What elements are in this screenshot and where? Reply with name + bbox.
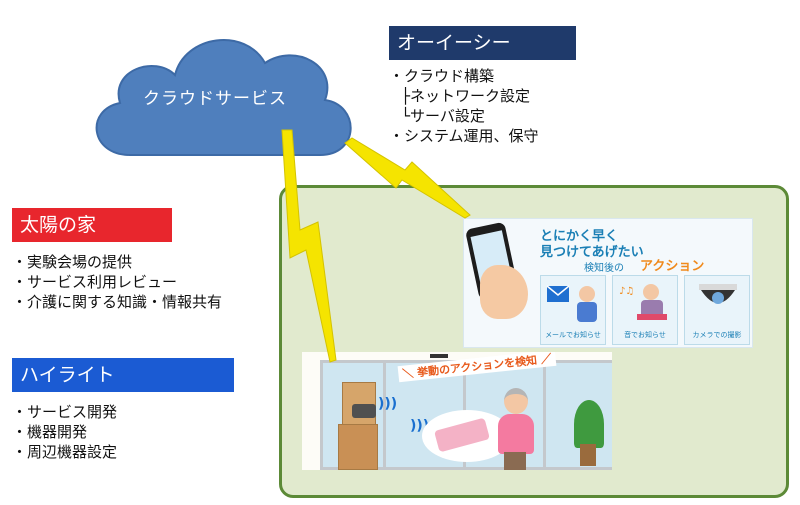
- action-cards: メールでお知らせ ♪♫ 音でお知らせ カメラでの撮影: [540, 275, 750, 345]
- list-item: ・システム運用、保守: [389, 127, 539, 145]
- card-caption: カメラでの撮影: [692, 331, 742, 339]
- sound-card: ♪♫ 音でお知らせ: [612, 275, 678, 345]
- taiyo-list: ・実験会場の提供 ・サービス利用レビュー ・介護に関する知識・情報共有: [12, 252, 222, 312]
- elderly-person-head: [504, 388, 528, 414]
- highlight-header: ハイライト: [12, 358, 234, 392]
- wifi-icon: ))): [378, 396, 398, 412]
- hand-illustration: [480, 265, 528, 319]
- oic-list: ・クラウド構築 ├ネットワーク設定 └サーバ設定 ・システム運用、保守: [389, 66, 539, 146]
- oic-header: オーイーシー: [389, 26, 576, 60]
- mail-card: メールでお知らせ: [540, 275, 606, 345]
- elderly-person-body: [498, 414, 534, 454]
- card-caption: 音でお知らせ: [624, 331, 666, 339]
- cabinet-base: [338, 424, 378, 470]
- promo-action: アクション: [640, 259, 705, 274]
- list-item: ├ネットワーク設定: [401, 87, 531, 105]
- plant-icon: [574, 400, 604, 448]
- sound-icon: ♪♫: [619, 284, 667, 320]
- list-item: └サーバ設定: [401, 107, 485, 125]
- promo-title-line1: とにかく早く: [540, 229, 619, 244]
- list-item: ・介護に関する知識・情報共有: [12, 293, 223, 311]
- list-item: ・周辺機器設定: [12, 443, 118, 461]
- list-item: ・サービス利用レビュー: [12, 273, 178, 291]
- plant-pot: [580, 444, 596, 466]
- ceiling-camera-icon: [430, 354, 448, 358]
- promo-subtitle: 検知後の: [584, 263, 624, 274]
- cloud-shape: [95, 39, 352, 156]
- camera-icon: [699, 284, 737, 304]
- list-item: ・機器開発: [12, 423, 88, 441]
- mail-icon: [546, 285, 597, 322]
- list-item: ・サービス開発: [12, 403, 118, 421]
- taiyo-header: 太陽の家: [12, 208, 172, 242]
- svg-text:♪♫: ♪♫: [619, 286, 634, 297]
- list-item: ・クラウド構築: [389, 67, 495, 85]
- action-promo-card: とにかく早く 見つけてあげたい 検知後の アクション メールでお知らせ ♪♫ 音…: [463, 218, 753, 348]
- cloud-label: クラウドサービス: [143, 89, 287, 109]
- camera-card: カメラでの撮影: [684, 275, 750, 345]
- room-illustration: ))) ))) ＼ 挙動のアクションを検知 ／: [302, 352, 612, 470]
- promo-title-line2: 見つけてあげたい: [540, 245, 644, 260]
- card-caption: メールでお知らせ: [545, 331, 601, 339]
- elderly-person-legs: [504, 452, 526, 470]
- sensor-device-icon: [352, 404, 376, 418]
- highlight-list: ・サービス開発 ・機器開発 ・周辺機器設定: [12, 402, 117, 462]
- list-item: ・実験会場の提供: [12, 253, 133, 271]
